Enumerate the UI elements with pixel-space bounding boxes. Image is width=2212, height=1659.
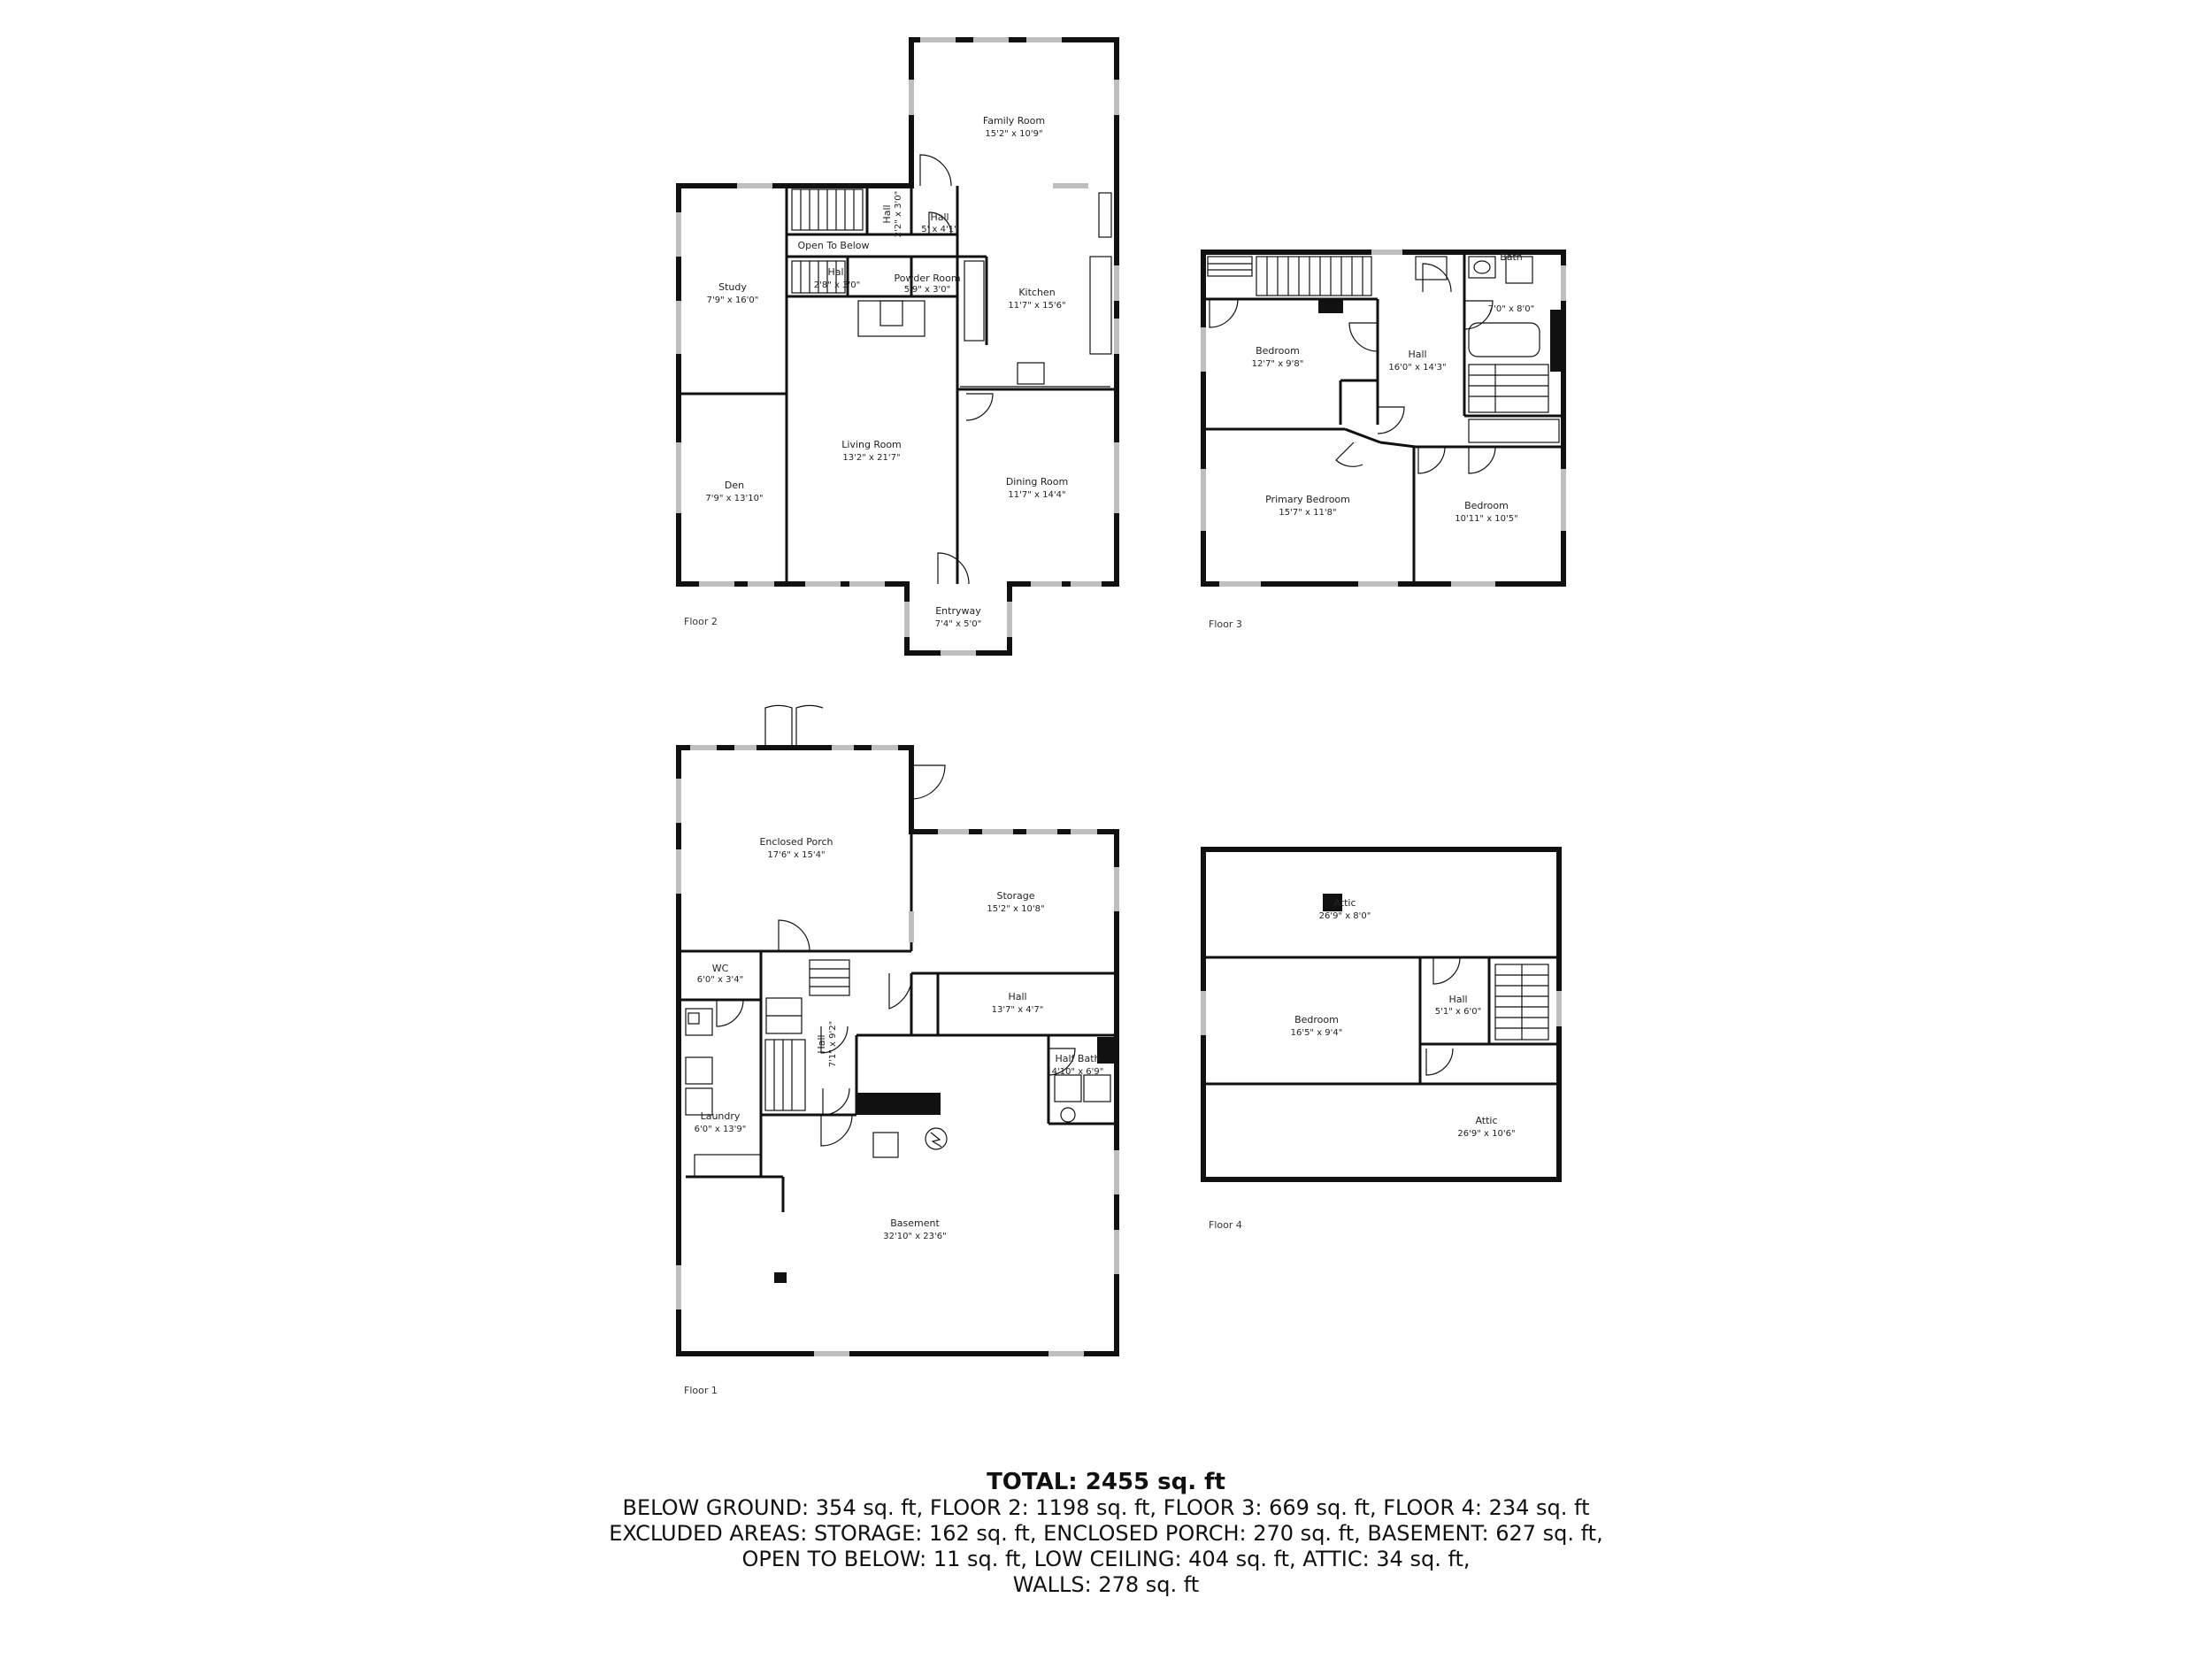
floor-3-plan: Bedroom 12'7" x 9'8" Hall 16'0" x 14'3" … (1201, 250, 1566, 630)
room-dims: 16'0" x 14'3" (1388, 363, 1446, 373)
room-dims: 12'7" x 9'8" (1252, 359, 1304, 369)
room-name: Powder Room (894, 273, 960, 284)
room-dims: 16'5" x 9'4" (1291, 1028, 1343, 1038)
room-name: Primary Bedroom (1265, 494, 1350, 505)
room-dims: 7'0" x 8'0" (1488, 304, 1534, 314)
room-dims: 17'6" x 15'4" (767, 850, 825, 860)
floor-label: Floor 4 (1209, 1219, 1242, 1231)
room-name: Study (718, 281, 747, 293)
room-dims: 5' x 4'1" (921, 225, 957, 234)
room-name: WC (712, 963, 729, 974)
floor-1-plan: Enclosed Porch 17'6" x 15'4" Storage 15'… (676, 704, 1119, 1396)
floor-label: Floor 1 (684, 1385, 718, 1396)
room-dims: 11'7" x 15'6" (1008, 301, 1065, 311)
room-dims: 6'0" x 3'4" (697, 975, 743, 985)
room-dims: 6'0" x 13'9" (695, 1125, 747, 1134)
room-dims: 15'7" x 11'8" (1279, 508, 1336, 518)
room-name: Hall (816, 1034, 827, 1053)
area-line: WALLS: 278 sq. ft (1012, 1572, 1200, 1597)
room-name: Den (725, 480, 744, 491)
room-dims: 15'2" x 10'9" (985, 129, 1042, 139)
room-name: Living Room (841, 439, 902, 450)
room-dims: 26'9" x 8'0" (1319, 911, 1371, 921)
room-name: Hall (1448, 994, 1467, 1005)
room-dims: 13'2" x 21'7" (842, 453, 900, 463)
room-name: Family Room (983, 115, 1045, 127)
room-name: Hall (930, 211, 949, 223)
room-name: Bath (1500, 251, 1523, 263)
room-dims: 7'4" x 5'0" (935, 619, 981, 629)
floor-2-plan: Family Room 15'2" x 10'9" Study 7'9" x 1… (676, 37, 1119, 656)
area-line: BELOW GROUND: 354 sq. ft, FLOOR 2: 1198 … (622, 1495, 1590, 1520)
floor-label: Floor 3 (1209, 618, 1242, 630)
room-name: Bedroom (1464, 500, 1509, 511)
room-name: Basement (890, 1217, 940, 1229)
room-dims: 2'8" x 3'0" (814, 280, 860, 290)
room-name: Laundry (701, 1110, 741, 1122)
floor-4-plan: Attic 26'9" x 8'0" Bedroom 16'5" x 9'4" … (1201, 847, 1562, 1231)
total-area: TOTAL: 2455 sq. ft (987, 1469, 1225, 1495)
room-name: Bedroom (1294, 1014, 1339, 1025)
room-name: Attic (1333, 897, 1356, 909)
room-dims: 7'9" x 16'0" (707, 296, 759, 305)
room-dims: 13'7" x 4'7" (992, 1005, 1044, 1015)
room-name: Hall (1008, 991, 1026, 1002)
room-name: Half Bath (1055, 1053, 1100, 1064)
room-name: Hall (827, 266, 846, 278)
room-name: Entryway (935, 605, 981, 617)
room-dims: 10'11" x 10'5" (1455, 514, 1518, 524)
area-line: OPEN TO BELOW: 11 sq. ft, LOW CEILING: 4… (741, 1547, 1471, 1571)
room-dims: 26'9" x 10'6" (1457, 1129, 1515, 1139)
room-name: Storage (996, 890, 1034, 902)
room-name: Bedroom (1256, 345, 1300, 357)
room-name: Hall (881, 204, 893, 223)
room-dims: 15'2" x 10'8" (987, 904, 1044, 914)
area-line: EXCLUDED AREAS: STORAGE: 162 sq. ft, ENC… (609, 1521, 1603, 1546)
room-name: Kitchen (1018, 287, 1055, 298)
room-dims: 7'9" x 13'10" (705, 494, 763, 503)
room-name: Open To Below (797, 240, 869, 251)
room-name: Dining Room (1006, 476, 1068, 488)
room-dims: 32'10" x 23'6" (883, 1232, 947, 1241)
floor-label: Floor 2 (684, 616, 718, 627)
room-dims: 11'7" x 14'4" (1008, 490, 1065, 500)
room-dims: 2'2" x 3'0" (894, 191, 903, 237)
area-summary: TOTAL: 2455 sq. ft BELOW GROUND: 354 sq.… (0, 1469, 2212, 1598)
room-dims: 4'10" x 6'9" (1052, 1067, 1104, 1077)
room-dims: 5'9" x 3'0" (904, 285, 950, 295)
room-name: Hall (1408, 349, 1426, 360)
room-dims: 7'1" x 9'2" (828, 1021, 838, 1067)
room-name: Enclosed Porch (759, 836, 833, 848)
room-dims: 5'1" x 6'0" (1435, 1007, 1481, 1017)
room-name: Attic (1475, 1115, 1497, 1126)
